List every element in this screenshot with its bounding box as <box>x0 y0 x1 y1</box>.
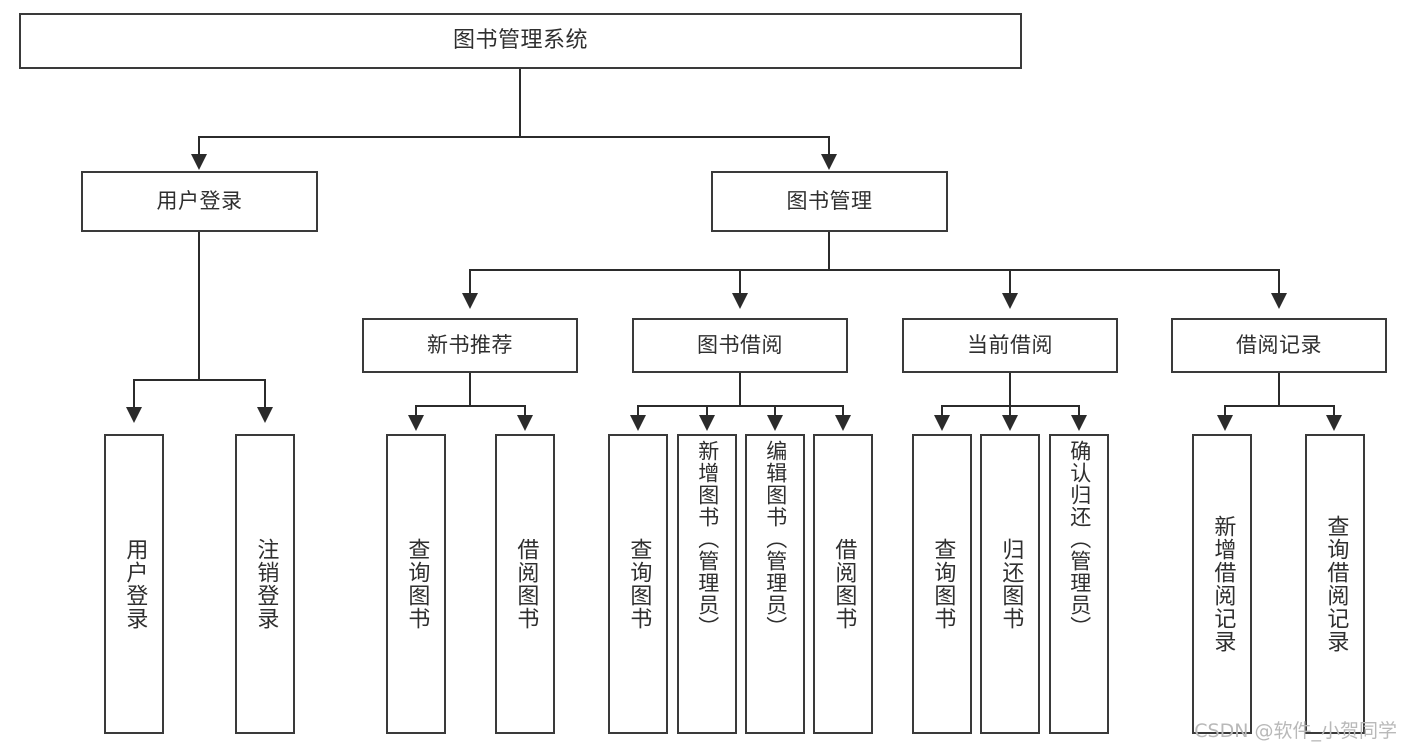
arrow-to-leaf-query-book-cb <box>934 415 950 431</box>
connector-root-drop-right <box>828 136 830 156</box>
arrow-to-book-manage <box>821 154 837 170</box>
connector-cb-drop-3 <box>1078 405 1080 417</box>
leaf-borrow-book-newbook[interactable]: 借阅图书 <box>495 434 555 734</box>
connector-root-stem <box>519 69 521 137</box>
connector-borrowrecord-stem <box>1278 373 1280 406</box>
connector-user-login-drop-2 <box>264 379 266 409</box>
node-label: 图书管理 <box>786 189 873 214</box>
node-label: 新增借阅记录 <box>1210 515 1236 653</box>
connector-book-manage-bar <box>469 269 1280 271</box>
node-label: 借阅图书 <box>831 538 857 630</box>
node-book-manage[interactable]: 图书管理 <box>711 171 948 232</box>
node-label: 查询借阅记录 <box>1323 515 1349 653</box>
node-label: 新增图书（管理员） <box>695 440 720 638</box>
connector-bb-drop-2 <box>706 405 708 417</box>
connector-bm-drop-3 <box>1009 269 1011 295</box>
arrow-to-new-book <box>462 293 478 309</box>
node-label: 图书借阅 <box>697 333 783 358</box>
leaf-edit-book-admin[interactable]: 编辑图书（管理员） <box>745 434 805 734</box>
arrow-to-leaf-return-book <box>1002 415 1018 431</box>
node-current-borrow[interactable]: 当前借阅 <box>902 318 1118 373</box>
leaf-query-book-newbook[interactable]: 查询图书 <box>386 434 446 734</box>
arrow-to-borrow-record <box>1271 293 1287 309</box>
node-borrow-record[interactable]: 借阅记录 <box>1171 318 1387 373</box>
node-user-login[interactable]: 用户登录 <box>81 171 318 232</box>
node-label: 查询图书 <box>930 538 956 630</box>
node-root-system[interactable]: 图书管理系统 <box>19 13 1022 69</box>
connector-newbook-bar <box>415 405 526 407</box>
connector-newbook-stem <box>469 373 471 406</box>
leaf-borrow-book-bookborrow[interactable]: 借阅图书 <box>813 434 873 734</box>
arrow-to-current-borrow <box>1002 293 1018 309</box>
connector-user-login-drop-1 <box>133 379 135 409</box>
connector-bookborrow-bar <box>637 405 844 407</box>
node-label: 编辑图书（管理员） <box>763 440 788 638</box>
connector-root-drop-left <box>198 136 200 156</box>
connector-bm-drop-2 <box>739 269 741 295</box>
arrow-to-leaf-add-record <box>1217 415 1233 431</box>
arrow-to-leaf-query-record <box>1326 415 1342 431</box>
arrow-to-leaf-query-book-nb <box>408 415 424 431</box>
connector-br-drop-1 <box>1224 405 1226 417</box>
connector-user-login-stem <box>198 232 200 380</box>
connector-bm-drop-1 <box>469 269 471 295</box>
connector-user-login-bar <box>133 379 266 381</box>
node-label: 借阅记录 <box>1236 333 1322 358</box>
arrow-to-leaf-edit-book <box>767 415 783 431</box>
leaf-query-book-currentborrow[interactable]: 查询图书 <box>912 434 972 734</box>
node-label: 借阅图书 <box>513 538 539 630</box>
connector-bm-drop-4 <box>1278 269 1280 295</box>
connector-cb-drop-1 <box>941 405 943 417</box>
leaf-query-borrow-record[interactable]: 查询借阅记录 <box>1305 434 1365 734</box>
connector-cb-drop-2 <box>1009 405 1011 417</box>
node-label: 新书推荐 <box>427 333 513 358</box>
leaf-add-book-admin[interactable]: 新增图书（管理员） <box>677 434 737 734</box>
node-label: 查询图书 <box>404 538 430 630</box>
leaf-confirm-return-admin[interactable]: 确认归还（管理员） <box>1049 434 1109 734</box>
node-book-borrow[interactable]: 图书借阅 <box>632 318 848 373</box>
leaf-return-book[interactable]: 归还图书 <box>980 434 1040 734</box>
connector-borrowrecord-bar <box>1224 405 1335 407</box>
connector-bb-drop-3 <box>774 405 776 417</box>
node-label: 归还图书 <box>998 538 1024 630</box>
node-label: 图书管理系统 <box>452 28 588 54</box>
csdn-watermark: CSDN @软件_小贺同学 <box>1194 720 1397 742</box>
node-label: 注销登录 <box>253 538 279 630</box>
arrow-to-leaf-logout <box>257 407 273 423</box>
arrow-to-leaf-query-book-bb <box>630 415 646 431</box>
arrow-to-leaf-add-book <box>699 415 715 431</box>
arrow-to-leaf-borrow-book-bb <box>835 415 851 431</box>
leaf-query-book-bookborrow[interactable]: 查询图书 <box>608 434 668 734</box>
leaf-add-borrow-record[interactable]: 新增借阅记录 <box>1192 434 1252 734</box>
node-label: 查询图书 <box>626 538 652 630</box>
node-label: 用户登录 <box>122 538 148 630</box>
connector-bb-drop-4 <box>842 405 844 417</box>
connector-bb-drop-1 <box>637 405 639 417</box>
connector-bookborrow-stem <box>739 373 741 406</box>
arrow-to-leaf-user-login <box>126 407 142 423</box>
node-new-book-recommend[interactable]: 新书推荐 <box>362 318 578 373</box>
node-label: 确认归还（管理员） <box>1067 440 1092 638</box>
leaf-logout[interactable]: 注销登录 <box>235 434 295 734</box>
connector-newbook-drop-2 <box>524 405 526 417</box>
arrow-to-user-login <box>191 154 207 170</box>
connector-root-bar <box>198 136 830 138</box>
connector-newbook-drop-1 <box>415 405 417 417</box>
arrow-to-book-borrow <box>732 293 748 309</box>
connector-currentborrow-stem <box>1009 373 1011 406</box>
leaf-user-login[interactable]: 用户登录 <box>104 434 164 734</box>
node-label: 用户登录 <box>156 189 243 214</box>
connector-book-manage-stem <box>828 232 830 270</box>
arrow-to-leaf-borrow-book-nb <box>517 415 533 431</box>
connector-br-drop-2 <box>1333 405 1335 417</box>
arrow-to-leaf-confirm-return <box>1071 415 1087 431</box>
node-label: 当前借阅 <box>967 333 1053 358</box>
